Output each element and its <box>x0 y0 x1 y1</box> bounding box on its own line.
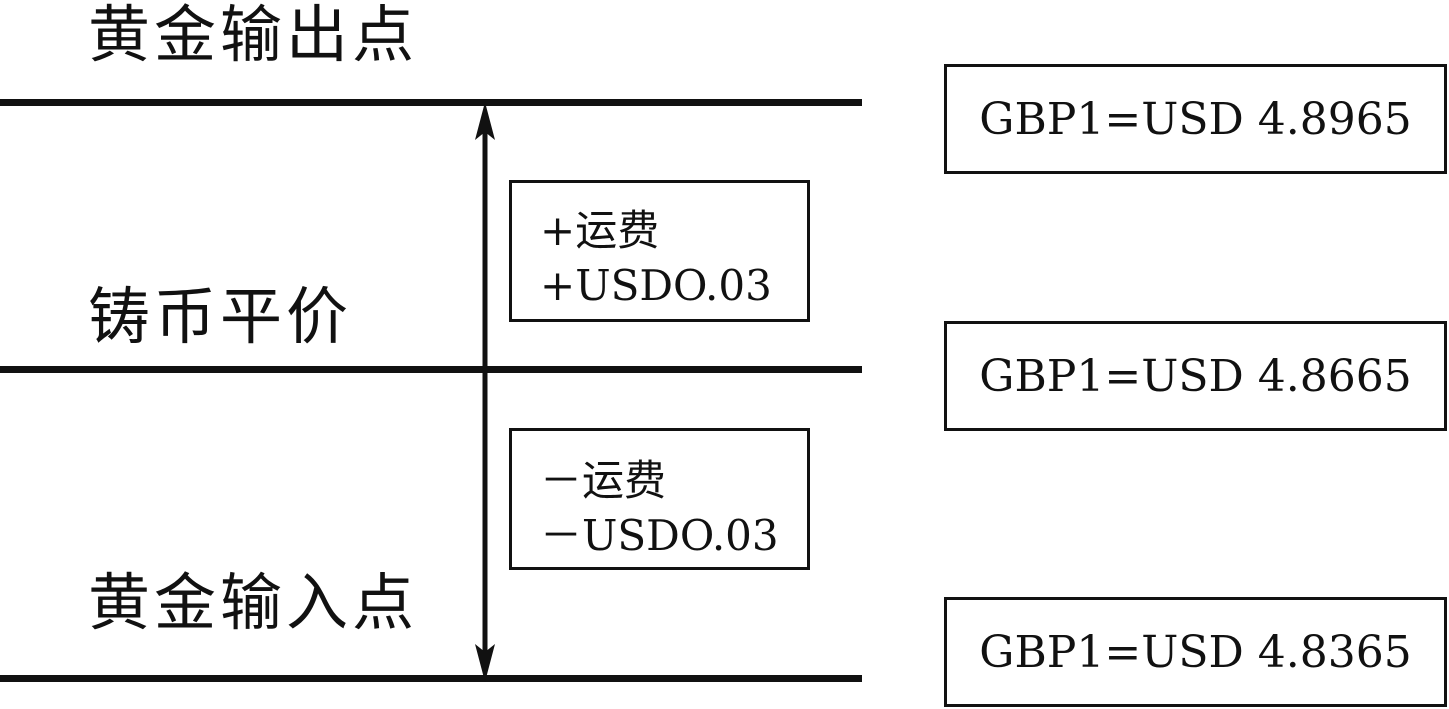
plus-freight-text: +运费 <box>540 206 660 255</box>
plus-freight-box: +运费 +USDO.03 <box>509 180 810 322</box>
gold-export-rate-box: GBP1=USD 4.8965 <box>944 64 1447 174</box>
gold-import-point-label: 黄金输入点 <box>88 566 419 639</box>
minus-usd-text: －USDO.03 <box>540 511 779 560</box>
mint-parity-label: 铸币平价 <box>88 280 353 353</box>
mint-parity-rate-text: GBP1=USD 4.8665 <box>979 350 1412 402</box>
gold-export-point-label: 黄金输出点 <box>88 0 419 71</box>
minus-freight-box: －运费 －USDO.03 <box>509 428 810 570</box>
minus-freight-text: －运费 <box>540 456 667 505</box>
gold-import-rate-box: GBP1=USD 4.8365 <box>944 597 1447 707</box>
plus-usd-text: +USDO.03 <box>540 261 772 310</box>
gold-import-point-line <box>0 675 862 682</box>
mint-parity-rate-box: GBP1=USD 4.8665 <box>944 321 1447 431</box>
gold-export-rate-text: GBP1=USD 4.8965 <box>979 93 1412 145</box>
mint-parity-line <box>0 366 862 373</box>
gold-import-rate-text: GBP1=USD 4.8365 <box>979 626 1412 678</box>
double-arrow-icon <box>475 102 495 682</box>
gold-export-point-line <box>0 99 862 106</box>
